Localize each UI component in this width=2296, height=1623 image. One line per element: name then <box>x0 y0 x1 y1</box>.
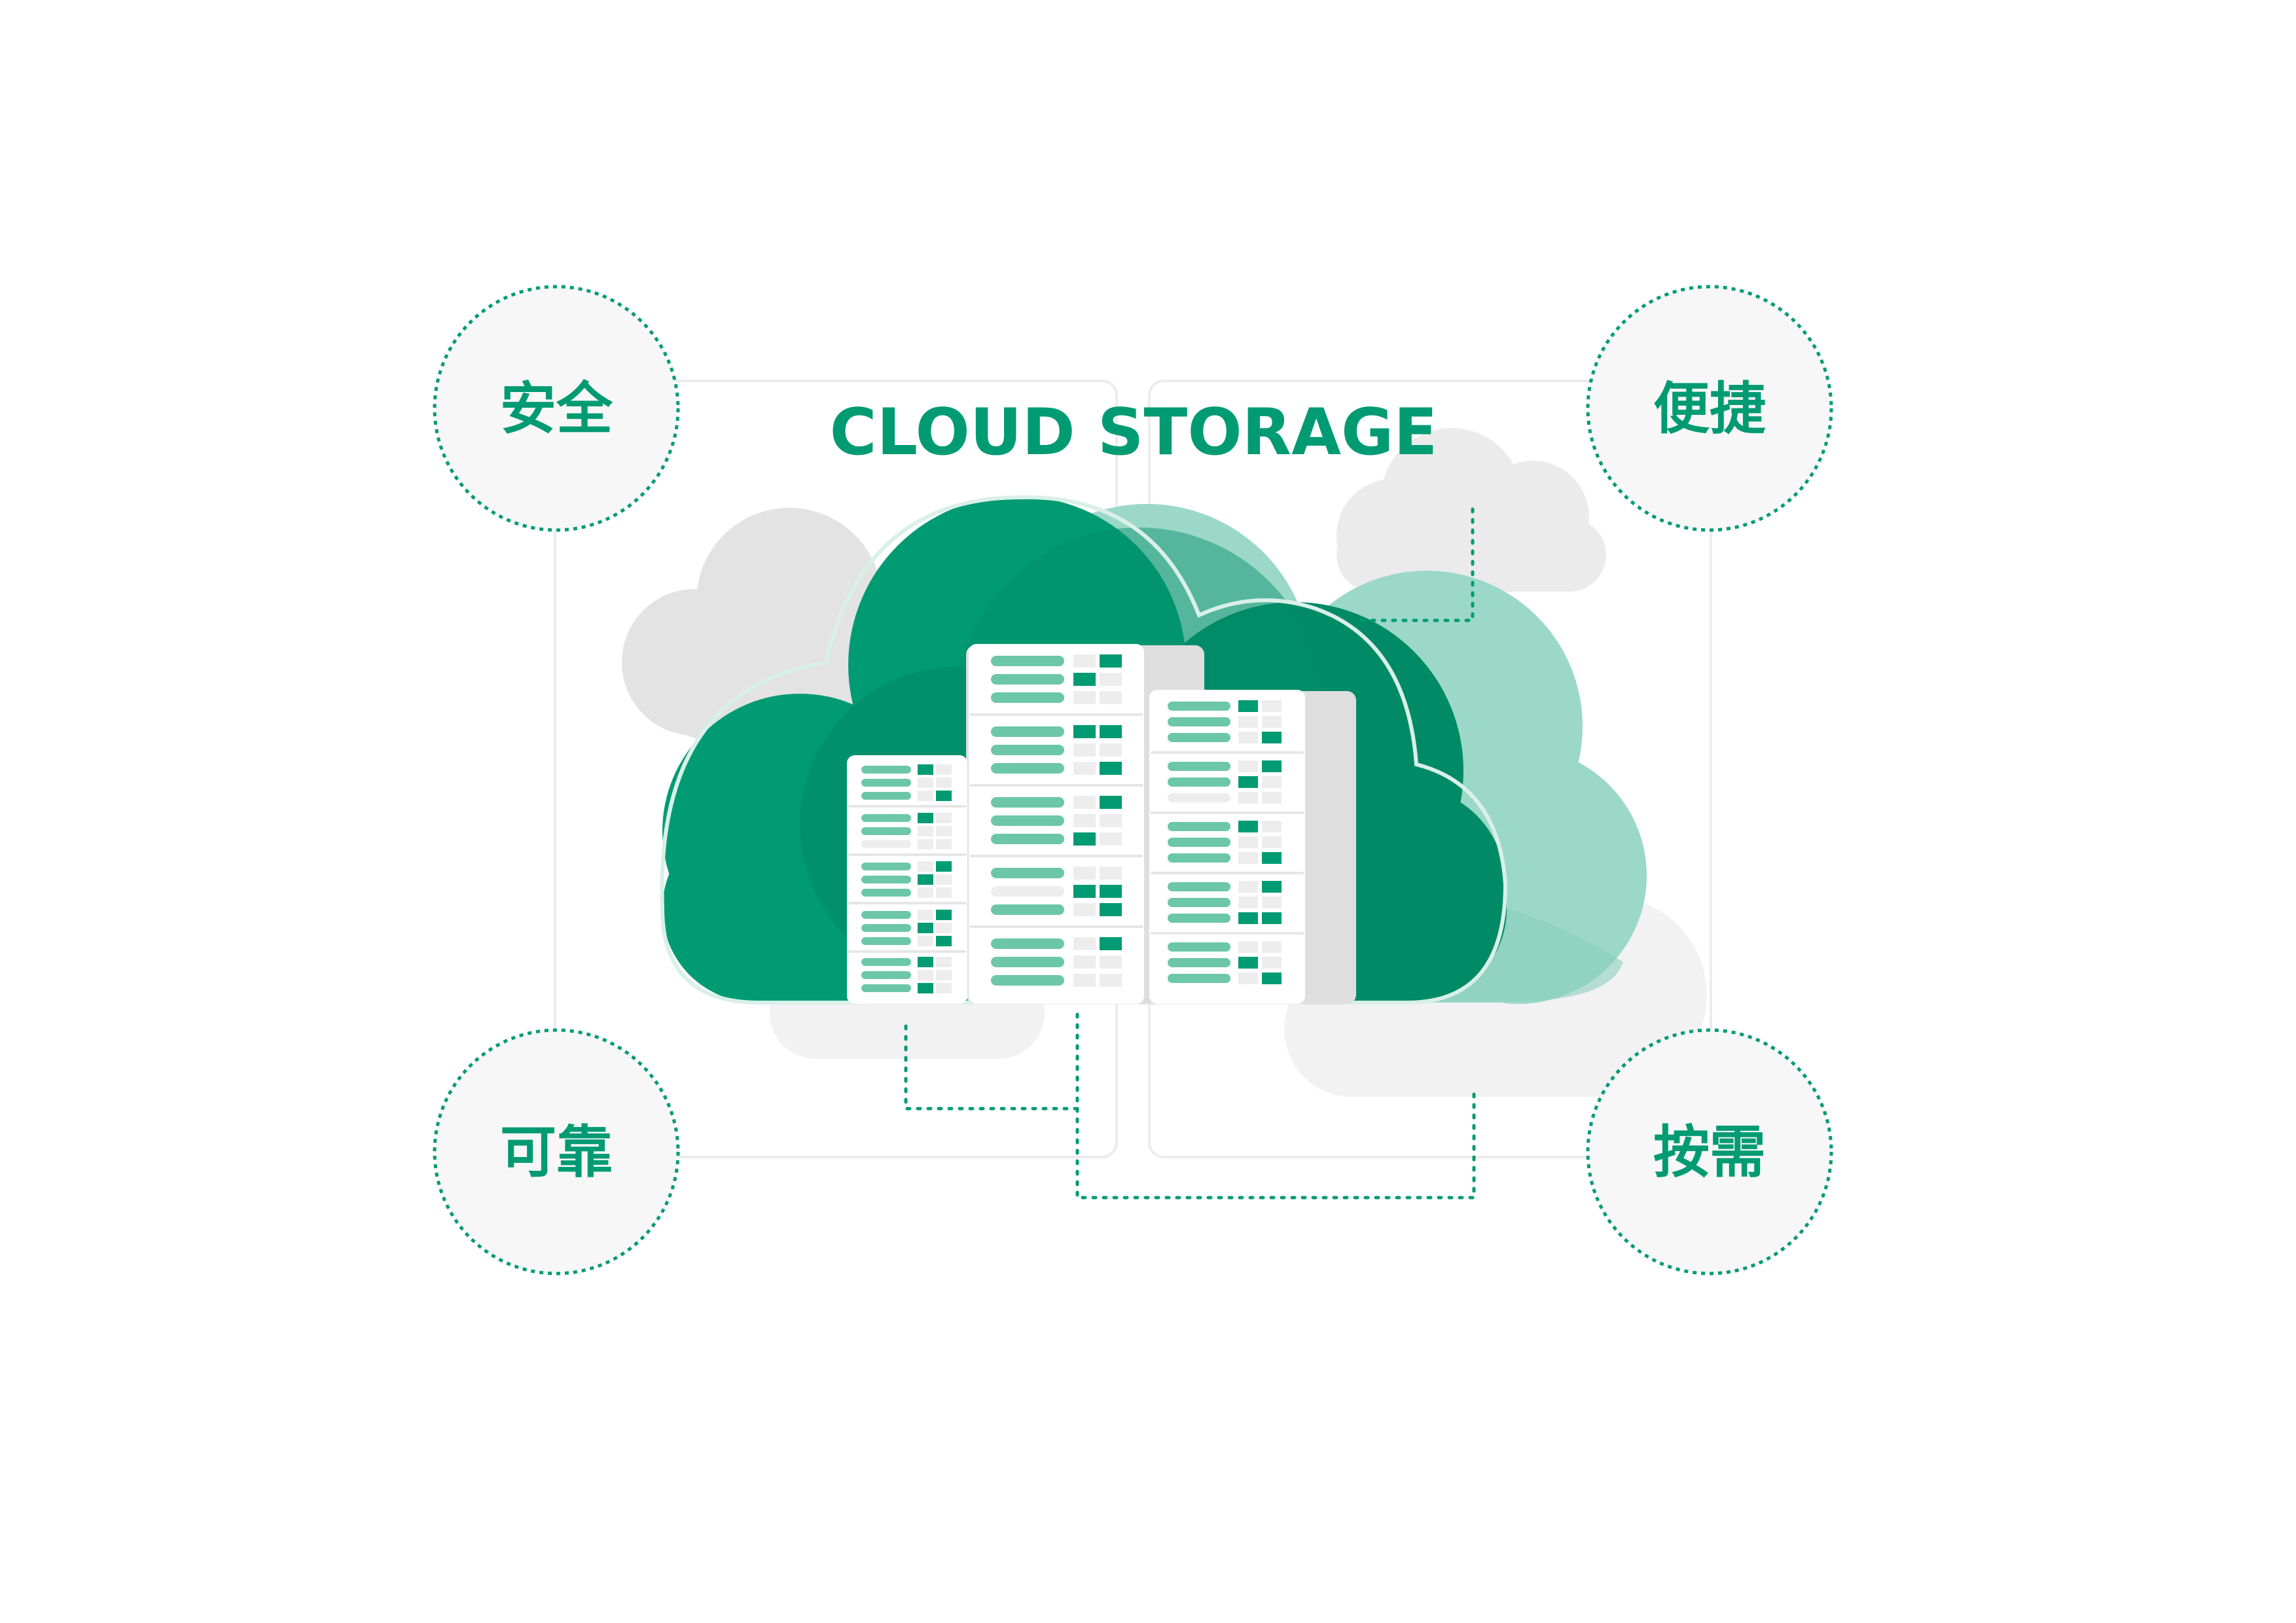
server-rack-right <box>1149 690 1305 1004</box>
left-rack-unit-1 <box>861 764 952 801</box>
badge-on-demand: 按需 <box>1586 1028 1833 1275</box>
badge-security-label: 安全 <box>500 376 613 442</box>
connector-bottom-left <box>904 1010 1079 1111</box>
right-rack-unit-5 <box>1168 941 1282 984</box>
left-rack-unit-4 <box>861 910 952 946</box>
left-rack-unit-3 <box>861 861 952 898</box>
right-rack-unit-3 <box>1168 821 1282 864</box>
badge-convenience: 便捷 <box>1586 285 1833 532</box>
badge-reliability: 可靠 <box>433 1028 680 1275</box>
badge-on-demand-label: 按需 <box>1653 1120 1766 1185</box>
right-rack-unit-2 <box>1168 760 1282 804</box>
right-rack-unit-4 <box>1168 881 1282 924</box>
gray-cloud-left <box>622 508 882 740</box>
server-rack-middle <box>969 644 1144 1004</box>
connector-bottom-center <box>1075 1086 1476 1200</box>
badge-security: 安全 <box>433 285 680 532</box>
left-rack-unit-2 <box>861 813 952 849</box>
main-cloud-outline <box>660 495 1508 1005</box>
dotted-connectors <box>904 507 1476 1200</box>
middle-rack-unit-3 <box>991 796 1122 846</box>
page-title: CLOUD STORAGE <box>830 395 1438 470</box>
right-rack-unit-1 <box>1168 700 1282 743</box>
middle-rack-unit-1 <box>991 654 1122 704</box>
server-rack-icon <box>847 644 1356 1004</box>
middle-rack-unit-4 <box>991 866 1122 916</box>
badge-reliability-label: 可靠 <box>500 1120 613 1185</box>
middle-rack-unit-2 <box>991 725 1122 775</box>
middle-rack-unit-5 <box>991 937 1122 987</box>
badge-convenience-label: 便捷 <box>1653 376 1766 442</box>
left-rack-unit-5 <box>861 957 952 993</box>
server-rack-left <box>847 755 967 1004</box>
connector-top-right <box>1353 507 1475 622</box>
